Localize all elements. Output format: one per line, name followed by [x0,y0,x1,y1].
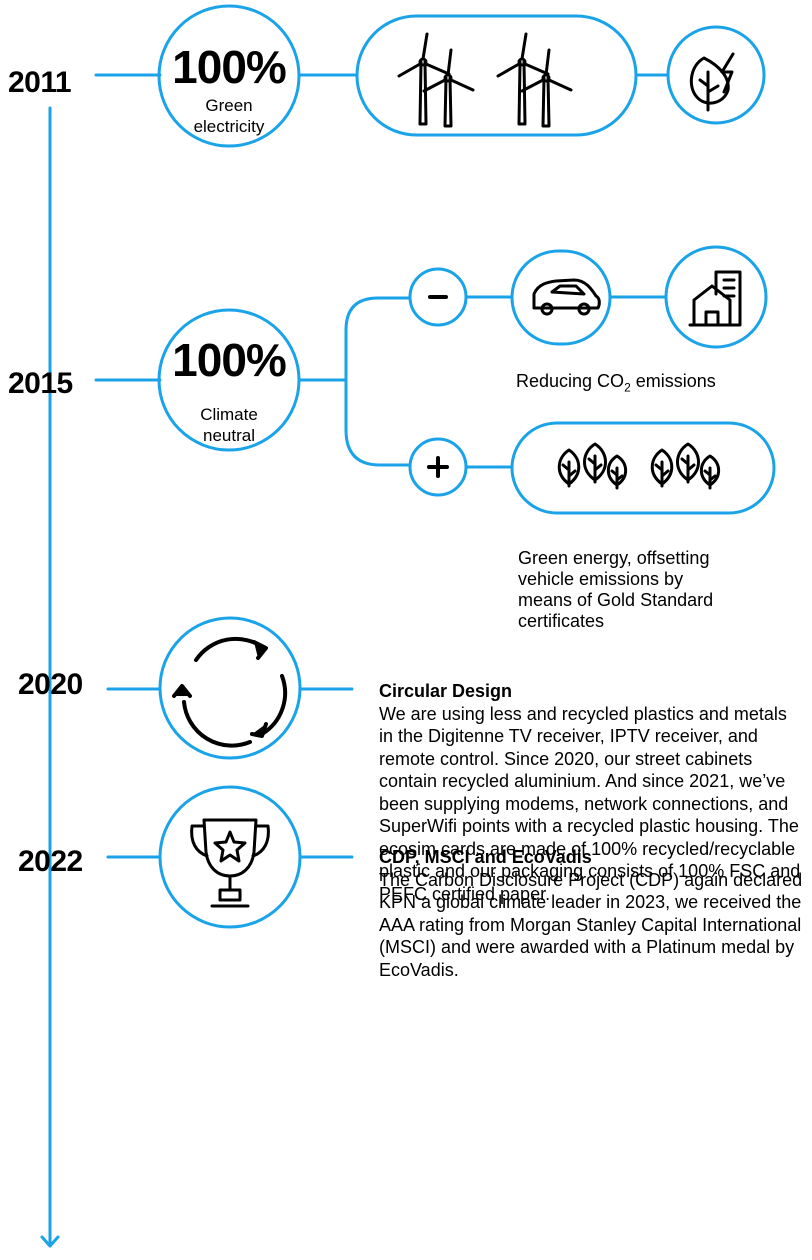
buildings-icon [688,270,742,327]
offset-caption: Green energy, offsetting vehicle emissio… [518,548,778,632]
branch-connector [344,296,412,467]
stat-label-2015-line2: neutral [203,426,255,445]
wind-turbines-icon [397,32,573,128]
buildings-circle [664,245,768,349]
offset-caption-line: vehicle emissions by [518,569,684,589]
trees-pill [510,421,776,515]
ratings-heading: CDP, MSCI and EcoVadis [379,847,592,867]
circular-arrows-icon [172,636,288,748]
stat-label-2011-line1: Green [205,96,253,115]
stat-label-2011-line2: electricity [193,117,265,136]
stat-value-2015: 100% [172,334,287,386]
ratings-text: The Carbon Disclosure Project (CDP) agai… [379,869,803,980]
stat-label-2015-line1: Climate [200,405,258,424]
stat-value-2011: 100% [172,41,287,93]
leaf-circle [666,25,766,125]
offset-caption-line: Green energy, offsetting [518,548,710,568]
circular-design-block: Circular Design We are using less and re… [379,680,804,905]
car-icon [532,278,601,316]
trophy-star-icon [190,818,270,908]
circular-design-text: We are using less and recycled plastics … [379,703,801,904]
timeline-arrowhead [40,1235,60,1248]
plus-icon [427,456,449,478]
reduce-co2-caption: Reducing CO2 emissions [516,371,776,399]
circular-design-heading: Circular Design [379,681,513,701]
leaf-lightning-icon [689,52,735,112]
trees-icon [557,442,721,490]
reduce-caption-sub: 2 [624,380,631,395]
reduce-caption-post: emissions [630,371,716,391]
year-label-2022: 2022 [18,845,83,878]
year-label-2011: 2011 [8,66,72,99]
year-label-2020: 2020 [18,668,83,701]
offset-caption-line: means of Gold Standard [518,590,714,610]
year-label-2015: 2015 [8,367,73,400]
reduce-caption-pre: Reducing CO [516,371,625,391]
ratings-block: CDP, MSCI and EcoVadis The Carbon Disclo… [379,846,804,981]
car-pill [510,249,612,346]
offset-caption-line: certificates [518,611,605,631]
